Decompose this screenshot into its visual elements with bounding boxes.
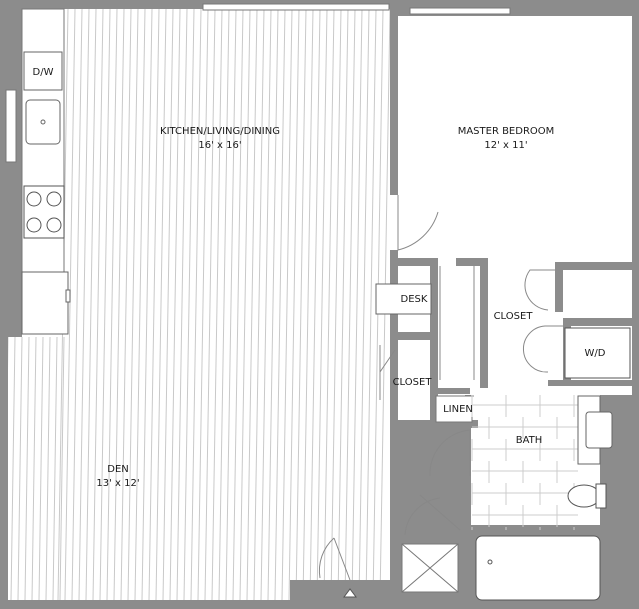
floor-plank-line [358,9,370,600]
floor-plank-line [148,9,160,600]
kitchen-name: KITCHEN/LIVING/DINING [160,126,280,137]
floor-plank-line [337,9,349,600]
interior-walls [390,183,632,590]
dishwasher [23,51,63,91]
floor-plank-line [59,336,65,600]
floor-plank-line [120,9,132,600]
desk [375,283,432,315]
floor-plank-line [31,336,37,600]
floor-plank-line [155,9,167,600]
bath-sink [585,411,613,449]
floor-plank-line [344,9,356,600]
floor-plank-line [113,9,125,600]
floor-plank-line [330,9,342,600]
floor-plank-line [127,9,139,600]
floor-plank-line [260,9,272,600]
sink-drain [40,119,46,125]
floor-plank-line [281,9,293,600]
floor-plank-line [365,9,377,600]
window-top-kitchen [202,3,390,11]
floor-plank-line [24,336,30,600]
floor-plank-line [17,336,23,600]
floor-plank-line [197,9,209,600]
den-name: DEN [107,464,129,475]
kitchen-sink [25,99,61,145]
floor-plank-line [141,9,153,600]
floor-plank-line [316,9,328,600]
desk-label: DESK [401,294,428,305]
floor-plank-line [134,9,146,600]
floor-plank-line [45,336,51,600]
fridge-handle [65,289,71,303]
floor-plank-line [267,9,279,600]
floor-plank-line [302,9,314,600]
floor-plank-line [10,336,16,600]
floor-plank-line [253,9,265,600]
kitchen-dims: 16' x 16' [198,140,241,151]
floor-plank-line [169,9,181,600]
closet-main-label: CLOSET [494,311,534,322]
wd-label: W/D [585,348,606,359]
toilet-bowl [567,484,601,508]
bedroom-dims: 12' x 11' [484,140,527,151]
floor-plank-line [78,9,90,600]
floor-plank-line [295,9,307,600]
floor-plank-line [92,9,104,600]
floor-plank-line [323,9,335,600]
floor-plank-line [99,9,111,600]
washer-dryer [564,327,631,379]
toilet-tank [595,483,607,509]
stove-burners [26,191,62,233]
floor-plank-line [232,9,244,600]
entry-arrow-icon [343,588,357,598]
doors [318,195,563,581]
tub-drain [487,559,493,565]
bath-tile-grid [471,395,578,530]
floor-plank-line [176,9,188,600]
floor-plank-line [38,336,44,600]
dishwasher-label: D/W [33,67,54,78]
floor-plank-line [218,9,230,600]
floor-plank-line [225,9,237,600]
window-frame-left [5,89,17,163]
floor-plank-line [64,9,76,600]
floor-plank-line [85,9,97,600]
floor-plank-line [274,9,286,600]
floor-plank-line [246,9,258,600]
floor-plank-line [309,9,321,600]
floor-plank-line [211,9,223,600]
window-top-bedroom [409,7,511,15]
den-dims: 13' x 12' [96,478,139,489]
floor-plank-line [351,9,363,600]
floor-plank-line [183,9,195,600]
bathtub [475,535,601,601]
floor-plank-line [204,9,216,600]
bedroom-name: MASTER BEDROOM [458,126,555,137]
fridge [21,271,69,335]
stove [23,185,65,239]
bath-label: BATH [516,435,543,446]
storage-box-cross [401,543,459,593]
floor-plank-line [106,9,118,600]
floor-plank-line [52,336,58,600]
floor-plank-line [71,9,83,600]
closet-small-label: CLOSET [393,377,433,388]
floor-plank-line [288,9,300,600]
linen-label: LINEN [443,404,473,415]
floor-plank-line [239,9,251,600]
bedroom-floor [398,16,632,260]
floor-plank-line [162,9,174,600]
wood-floor-hatch [8,9,391,600]
floor-plank-line [190,9,202,600]
